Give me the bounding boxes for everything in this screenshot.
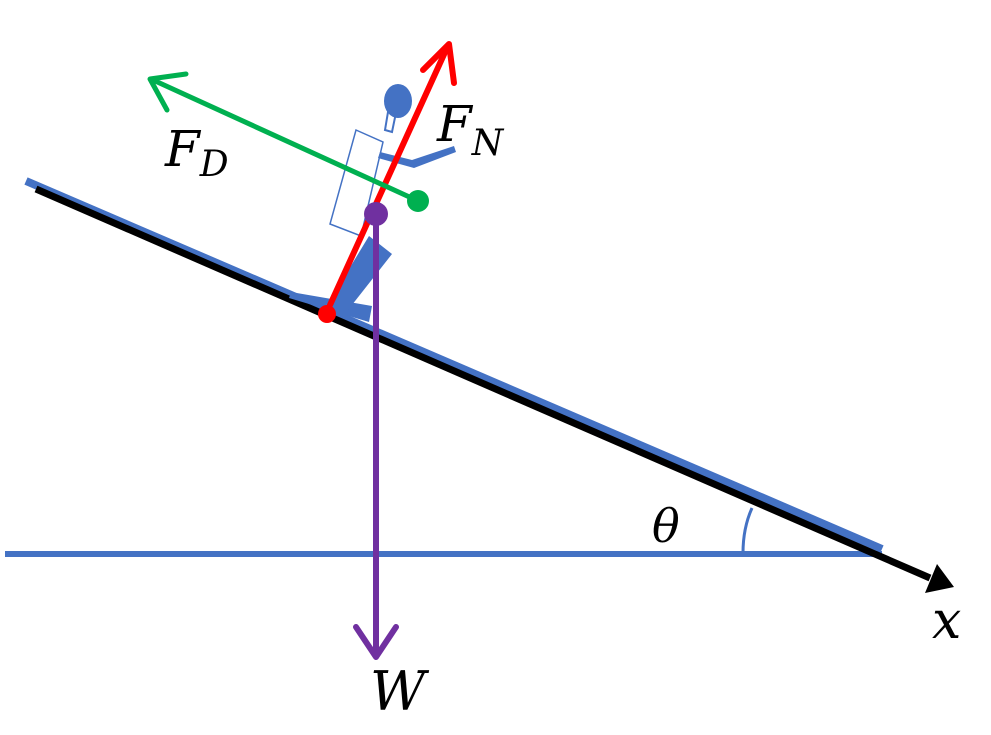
- x-axis-arrowhead: [925, 564, 954, 593]
- drag-force-vector: [147, 71, 429, 212]
- skier-head: [384, 84, 412, 118]
- incline-edge: [24, 177, 884, 553]
- normal-force-arrowhead: [420, 41, 457, 86]
- drag-force-shaft: [150, 77, 419, 203]
- drag-force-origin: [407, 190, 429, 212]
- angle-arc: [741, 507, 754, 554]
- normal-force-origin: [318, 305, 336, 323]
- angle-label: θ: [652, 499, 680, 553]
- normal-force-vector: [318, 41, 457, 323]
- skier-leg: [329, 236, 392, 310]
- weight-arrowhead: [353, 624, 399, 660]
- weight-label: W: [370, 660, 430, 723]
- x-axis-label: x: [932, 591, 961, 651]
- normal-force-shaft: [327, 47, 449, 308]
- normal-force-label: FN: [436, 95, 505, 164]
- weight-origin: [364, 202, 388, 226]
- weight-vector: [353, 202, 399, 660]
- incline-slope: [34, 185, 932, 582]
- drag-force-label: FD: [164, 120, 229, 185]
- drag-force-arrowhead: [147, 71, 189, 113]
